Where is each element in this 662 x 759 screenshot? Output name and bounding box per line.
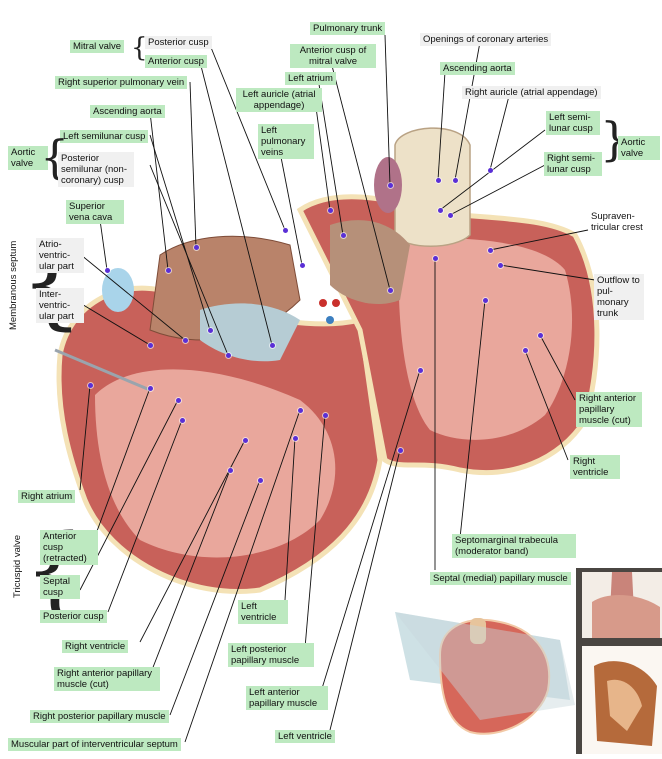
label-pulmonary-trunk: Pulmonary trunk <box>310 22 386 35</box>
label-ascending-aorta-right: Ascending aorta <box>440 62 515 75</box>
heart-thumbnail-icon <box>395 612 575 735</box>
pointer-dot <box>148 343 153 348</box>
label-left-auricle: Left auricle (atrial appendage) <box>236 88 322 112</box>
pointer-dot <box>488 168 493 173</box>
label-septal-papillary-muscle: Septal (medial) papillary muscle <box>430 572 571 585</box>
pointer-dot <box>208 328 213 333</box>
pointer-dot <box>448 213 453 218</box>
label-anterior-cusp-retracted: Anterior cusp (retracted) <box>40 530 98 565</box>
label-right-anterior-papillary-cut-right: Right anterior papillary muscle (cut) <box>576 392 642 427</box>
label-tricuspid-valve: Tricuspid valve <box>12 534 23 598</box>
label-left-posterior-papillary: Left posterior papillary muscle <box>228 643 314 667</box>
pointer-dot <box>283 228 288 233</box>
mitral-valve-brace: { <box>131 33 148 63</box>
pointer-dot <box>176 398 181 403</box>
label-septomarginal-trabecula: Septomarginal trabecula (moderator band) <box>452 534 576 558</box>
pointer-dot <box>323 413 328 418</box>
pointer-dot <box>398 448 403 453</box>
label-posterior-cusp-bottom: Posterior cusp <box>40 610 107 623</box>
pointer-dot <box>436 178 441 183</box>
label-left-pulmonary-veins: Left pulmonary veins <box>258 124 314 159</box>
pointer-dot <box>88 383 93 388</box>
label-muscular-interventricular-septum: Muscular part of interventricular septum <box>8 738 181 751</box>
label-left-semilunar-cusp-left: Left semilunar cusp <box>60 130 149 143</box>
superior-vena-cava-shape <box>102 268 134 312</box>
pointer-dot <box>148 386 153 391</box>
label-left-anterior-papillary: Left anterior papillary muscle <box>246 686 328 710</box>
pointer-dot <box>483 298 488 303</box>
label-septal-cusp: Septal cusp <box>40 575 80 599</box>
label-right-atrium: Right atrium <box>18 490 76 503</box>
pointer-dot <box>194 245 199 250</box>
label-anterior-cusp-mitral: Anterior cusp of mitral valve <box>290 44 376 68</box>
coronary-opening-b <box>332 299 340 307</box>
label-anterior-cusp-top: Anterior cusp <box>145 55 207 68</box>
label-mitral-valve: Mitral valve <box>70 40 125 53</box>
pointer-dot <box>488 248 493 253</box>
pointer-dot <box>293 436 298 441</box>
pointer-dot <box>228 468 233 473</box>
coronary-opening-c <box>326 316 334 324</box>
coronary-opening-a <box>319 299 327 307</box>
pointer-dot <box>498 263 503 268</box>
label-posterior-semilunar-cusp: Posterior semilunar (non- coronary) cusp <box>58 152 134 187</box>
label-outflow-pulmonary: Outflow to pul- monary trunk <box>594 274 644 320</box>
label-left-atrium: Left atrium <box>285 72 336 85</box>
pointer-dot <box>341 233 346 238</box>
left-ventricle-cavity <box>398 238 573 440</box>
pointer-dot <box>105 268 110 273</box>
label-superior-vena-cava: Superior vena cava <box>66 200 124 224</box>
pointer-dot <box>166 268 171 273</box>
pointer-dot <box>270 343 275 348</box>
thumbnail-bottom <box>582 646 662 754</box>
label-left-ventricle-mid: Left ventricle <box>238 600 288 624</box>
label-right-semilunar-cusp: Right semi- lunar cusp <box>544 152 602 176</box>
leader-lines <box>74 34 596 743</box>
label-right-ventricle-bottom: Right ventricle <box>62 640 129 653</box>
pointer-dot <box>453 178 458 183</box>
label-openings-coronary: Openings of coronary arteries <box>420 33 552 46</box>
label-membranous-septum: Membranous septum <box>8 240 19 330</box>
pointer-dot <box>183 338 188 343</box>
label-aortic-valve-right: Aortic valve <box>618 136 660 160</box>
label-right-superior-pulmonary-vein: Right superior pulmonary vein <box>55 76 188 89</box>
pointer-dot <box>523 348 528 353</box>
pointer-dot <box>388 288 393 293</box>
pointer-dot <box>300 263 305 268</box>
pointer-dot <box>388 183 393 188</box>
pointer-dot <box>258 478 263 483</box>
label-right-anterior-papillary-cut-bottom: Right anterior papillary muscle (cut) <box>54 667 160 691</box>
pointer-dot <box>438 208 443 213</box>
overlapping-screenshot-panel <box>576 568 662 754</box>
label-right-auricle: Right auricle (atrial appendage) <box>462 86 601 99</box>
label-ascending-aorta-left: Ascending aorta <box>90 105 165 118</box>
label-posterior-cusp-top: Posterior cusp <box>145 36 212 49</box>
pointer-dot <box>538 333 543 338</box>
label-left-ventricle-bottom: Left ventricle <box>275 730 335 743</box>
pointer-dot <box>433 256 438 261</box>
pointer-dot <box>180 418 185 423</box>
thumbnail-top <box>582 572 662 638</box>
pointer-dot <box>418 368 423 373</box>
label-supraventricular-crest: Supraven- tricular crest <box>591 211 643 233</box>
right-ventricle-cavity <box>95 369 336 558</box>
label-left-semilunar-cusp-right: Left semi- lunar cusp <box>546 111 600 135</box>
aortic-root <box>394 127 471 247</box>
pointer-dot <box>328 208 333 213</box>
valve-leaflet-right <box>330 220 410 305</box>
label-atrioventricular-part: Atrio- ventric- ular part <box>36 238 84 273</box>
label-right-ventricle-right: Right ventricle <box>570 455 620 479</box>
label-aortic-valve-left: Aortic valve <box>8 146 48 170</box>
pointer-dot <box>226 353 231 358</box>
label-right-posterior-papillary: Right posterior papillary muscle <box>30 710 169 723</box>
pointer-dot <box>298 408 303 413</box>
label-interventricular-part: Inter- ventric- ular part <box>36 288 84 323</box>
probe <box>54 348 151 392</box>
pointer-dot <box>243 438 248 443</box>
